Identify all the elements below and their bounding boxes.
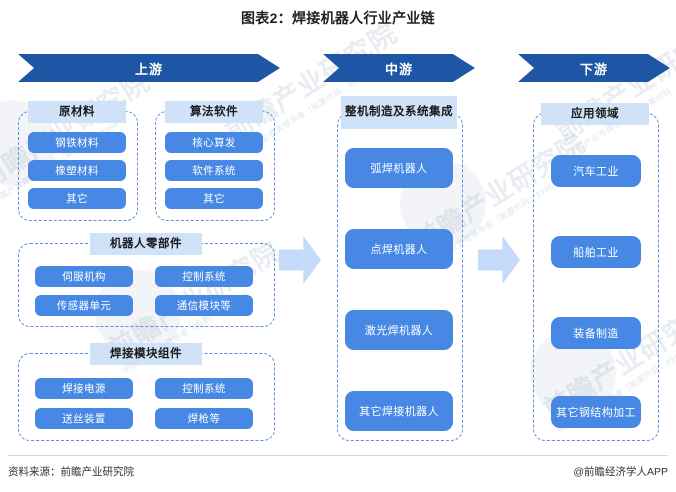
chart-title: 图表2：焊接机器人行业产业链 (241, 10, 435, 26)
banner-downstream: 下游 (518, 54, 670, 82)
group-title-machine-manufacturing: 整机制造及系 统集成 (341, 96, 457, 129)
cell-shipbuilding-industry[interactable]: 船舶工业 (551, 236, 641, 268)
cell-raw-other[interactable]: 其它 (28, 188, 126, 209)
source-label: 资料来源：前瞻产业研究院 (8, 466, 134, 478)
group-title-welding-module: 焊接模块组件 (90, 343, 202, 365)
cell-control-system-robot[interactable]: 控制系统 (155, 266, 253, 287)
banner-upstream: 上游 (18, 54, 280, 82)
connector-arrow-upstream-to-midstream (279, 236, 321, 284)
cell-arc-welding-robot[interactable]: 弧焊机器人 (345, 148, 453, 188)
cell-software-system[interactable]: 软件系统 (165, 160, 263, 181)
cell-laser-welding-robot[interactable]: 激光焊机器人 (345, 310, 453, 350)
cell-rubber-plastic-material[interactable]: 橡塑材料 (28, 160, 126, 181)
footer-divider (8, 455, 668, 456)
cell-spot-welding-robot[interactable]: 点焊机器人 (345, 229, 453, 269)
cell-automotive-industry[interactable]: 汽车工业 (551, 155, 641, 187)
connector-arrow-midstream-to-downstream (478, 236, 520, 284)
cell-welding-torch[interactable]: 焊枪等 (155, 408, 253, 429)
cell-steel-material[interactable]: 钢铁材料 (28, 132, 126, 153)
banner-midstream: 中游 (323, 54, 475, 82)
group-title-line2: 统集成 (417, 106, 453, 119)
group-title-algorithm-software: 算法软件 (165, 101, 263, 123)
cell-other-steel-structure-processing[interactable]: 其它钢结构加工 (551, 396, 641, 428)
cell-wire-feeder[interactable]: 送丝装置 (35, 408, 133, 429)
group-title-robot-components: 机器人零部件 (90, 233, 202, 255)
cell-other-welding-robot[interactable]: 其它焊接机器人 (345, 391, 453, 431)
cell-software-other[interactable]: 其它 (165, 188, 263, 209)
cell-control-system-welding[interactable]: 控制系统 (155, 378, 253, 399)
cell-sensor-unit[interactable]: 传感器单元 (35, 295, 133, 316)
cell-communication-module[interactable]: 通信模块等 (155, 295, 253, 316)
cell-equipment-manufacturing[interactable]: 装备制造 (551, 317, 641, 349)
app-watermark-label: @前瞻经济学人APP (573, 466, 668, 478)
cell-welding-power-supply[interactable]: 焊接电源 (35, 378, 133, 399)
group-title-application-fields: 应用领域 (541, 103, 649, 125)
group-title-line1: 整机制造及系 (345, 106, 417, 119)
cell-servo-mechanism[interactable]: 伺服机构 (35, 266, 133, 287)
group-title-raw-materials: 原材料 (28, 101, 126, 123)
cell-core-algorithm[interactable]: 核心算发 (165, 132, 263, 153)
